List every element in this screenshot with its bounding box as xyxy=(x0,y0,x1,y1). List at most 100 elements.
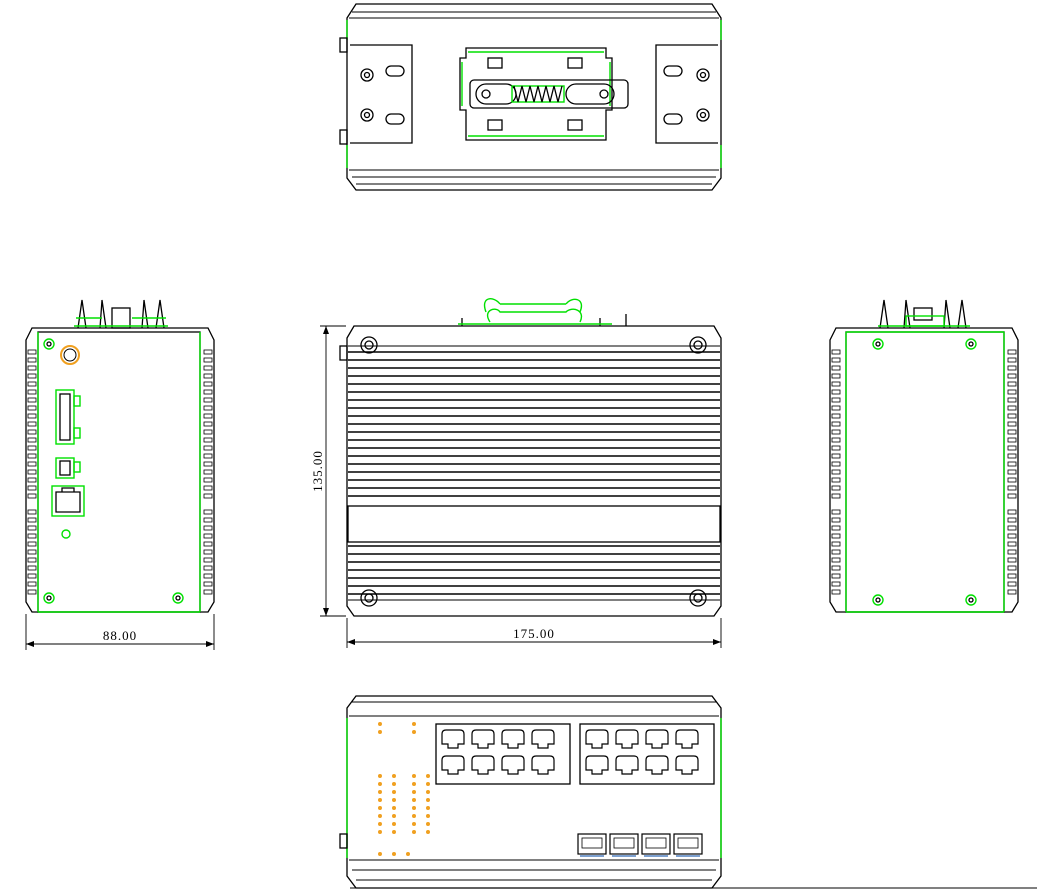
cooling-fin xyxy=(1007,549,1017,555)
cooling-fin xyxy=(27,549,37,555)
cooling-fin xyxy=(1007,357,1017,363)
led-dot xyxy=(426,774,430,778)
cooling-fin xyxy=(27,389,37,395)
cooling-fin xyxy=(27,365,37,371)
dimension-width-front: 175.00 xyxy=(513,626,555,641)
led-dot xyxy=(378,730,382,734)
cooling-fin xyxy=(1007,373,1017,379)
cooling-fin xyxy=(203,565,213,571)
cooling-fin xyxy=(831,373,841,379)
sfp-port-inner xyxy=(613,837,635,849)
led-dot xyxy=(412,774,416,778)
cooling-fin xyxy=(1007,485,1017,491)
rj45-port xyxy=(645,729,669,749)
cooling-fin xyxy=(27,485,37,491)
sfp-port xyxy=(609,833,639,855)
cooling-fin xyxy=(203,453,213,459)
cooling-fin xyxy=(27,517,37,523)
sfp-port-inner xyxy=(677,837,699,849)
cooling-fin xyxy=(203,509,213,515)
led-dot xyxy=(378,774,382,778)
led-indicators xyxy=(378,722,430,856)
dimension-88: 88.00 xyxy=(25,614,215,650)
cooling-fin xyxy=(1007,517,1017,523)
cooling-fin xyxy=(831,485,841,491)
cooling-fin xyxy=(27,477,37,483)
cooling-fin xyxy=(1007,437,1017,443)
led-dot xyxy=(392,782,396,786)
sfp-port-inner xyxy=(645,837,667,849)
cooling-fin xyxy=(831,421,841,427)
led-dot xyxy=(378,822,382,826)
led-dot xyxy=(406,852,410,856)
led-dot xyxy=(426,822,430,826)
cooling-fin xyxy=(1007,397,1017,403)
cooling-fin xyxy=(203,485,213,491)
led-dot xyxy=(392,798,396,802)
front-view xyxy=(339,298,722,617)
cooling-fin xyxy=(1007,469,1017,475)
led-dot xyxy=(378,782,382,786)
cooling-fin xyxy=(203,525,213,531)
cooling-fin xyxy=(27,445,37,451)
cooling-fin xyxy=(1007,493,1017,499)
rj45-port xyxy=(675,729,699,749)
cooling-fin xyxy=(27,573,37,579)
cooling-fin xyxy=(203,437,213,443)
cooling-fin xyxy=(27,509,37,515)
sfp-port-inner xyxy=(581,837,603,849)
cooling-fin xyxy=(203,421,213,427)
cooling-fin xyxy=(27,429,37,435)
cooling-fin xyxy=(831,413,841,419)
cooling-fin xyxy=(1007,509,1017,515)
cooling-fin xyxy=(831,381,841,387)
cooling-fin xyxy=(27,557,37,563)
cooling-fin xyxy=(831,549,841,555)
sfp-port xyxy=(641,833,671,855)
led-dot xyxy=(378,798,382,802)
cooling-fin xyxy=(831,389,841,395)
dimension-height-front: 135.00 xyxy=(310,450,325,492)
rj45-port xyxy=(585,729,609,749)
cooling-fin xyxy=(27,581,37,587)
cooling-fin xyxy=(27,493,37,499)
cooling-fin xyxy=(831,453,841,459)
cooling-fin xyxy=(831,469,841,475)
ethernet-port-array xyxy=(441,729,699,775)
cooling-fin xyxy=(203,365,213,371)
led-dot xyxy=(392,806,396,810)
cooling-fin xyxy=(831,365,841,371)
rj45-port xyxy=(531,755,555,775)
rj45-port xyxy=(471,729,495,749)
cooling-fin xyxy=(1007,429,1017,435)
cooling-fin xyxy=(1007,477,1017,483)
rj45-port xyxy=(441,755,465,775)
cooling-fin xyxy=(831,493,841,499)
cooling-fin xyxy=(1007,381,1017,387)
led-dot xyxy=(392,822,396,826)
led-dot xyxy=(392,774,396,778)
led-dot xyxy=(378,852,382,856)
cooling-fin xyxy=(831,589,841,595)
cooling-fin xyxy=(203,397,213,403)
cooling-fin xyxy=(203,533,213,539)
led-dot xyxy=(426,806,430,810)
rj45-port xyxy=(471,755,495,775)
led-dot xyxy=(426,782,430,786)
left-side-view xyxy=(25,299,215,613)
led-dot xyxy=(392,814,396,818)
led-dot xyxy=(392,790,396,794)
cooling-fin xyxy=(831,541,841,547)
rj45-port xyxy=(501,755,525,775)
led-dot xyxy=(426,790,430,794)
cooling-fin xyxy=(27,405,37,411)
led-dot xyxy=(426,814,430,818)
cooling-fin xyxy=(203,429,213,435)
cooling-fin xyxy=(1007,461,1017,467)
cooling-fin xyxy=(27,453,37,459)
sfp-port xyxy=(673,833,703,855)
cooling-fin xyxy=(27,373,37,379)
cooling-fin xyxy=(831,477,841,483)
led-dot xyxy=(412,790,416,794)
rj45-port xyxy=(615,729,639,749)
